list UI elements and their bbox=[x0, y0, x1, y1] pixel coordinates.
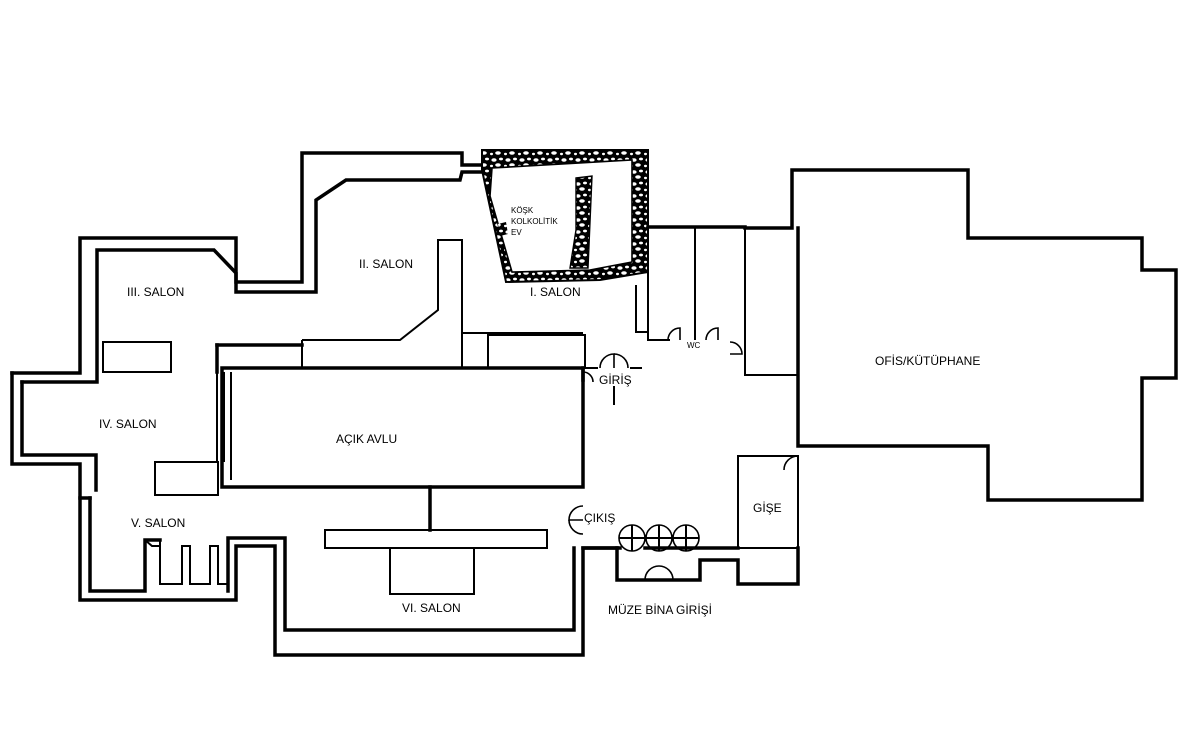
kosk-label-line2: KOLKOLİTİK bbox=[511, 217, 558, 226]
salon2-label: II. SALON bbox=[359, 257, 413, 271]
ticket-office-label: GİŞE bbox=[753, 501, 782, 515]
salon5-label: V. SALON bbox=[131, 516, 185, 530]
main-entrance-label: MÜZE BİNA GİRİŞİ bbox=[608, 603, 712, 617]
kosk-label-line3: EV bbox=[511, 228, 522, 237]
office-library-walls bbox=[743, 168, 1178, 502]
museum-outer-walls bbox=[10, 151, 619, 657]
interior-walls bbox=[102, 239, 586, 595]
entrance-label: GİRİŞ bbox=[599, 373, 632, 387]
kosk-label-line1: KÖŞK bbox=[511, 206, 534, 215]
wc-label: WC bbox=[687, 341, 701, 350]
salon1-label: I. SALON bbox=[530, 285, 581, 299]
exit-label: ÇIKIŞ bbox=[584, 511, 615, 525]
salon4-label: IV. SALON bbox=[99, 417, 157, 431]
salon6-label: VI. SALON bbox=[402, 601, 461, 615]
salon5-alcoves bbox=[144, 539, 228, 585]
door-swings bbox=[568, 327, 799, 581]
kosk-structure bbox=[481, 149, 649, 284]
salon3-label: III. SALON bbox=[127, 285, 184, 299]
office-library-label: OFİS/KÜTÜPHANE bbox=[875, 354, 980, 368]
courtyard-label: AÇIK AVLU bbox=[336, 432, 397, 446]
central-corridor-walls bbox=[581, 225, 800, 586]
